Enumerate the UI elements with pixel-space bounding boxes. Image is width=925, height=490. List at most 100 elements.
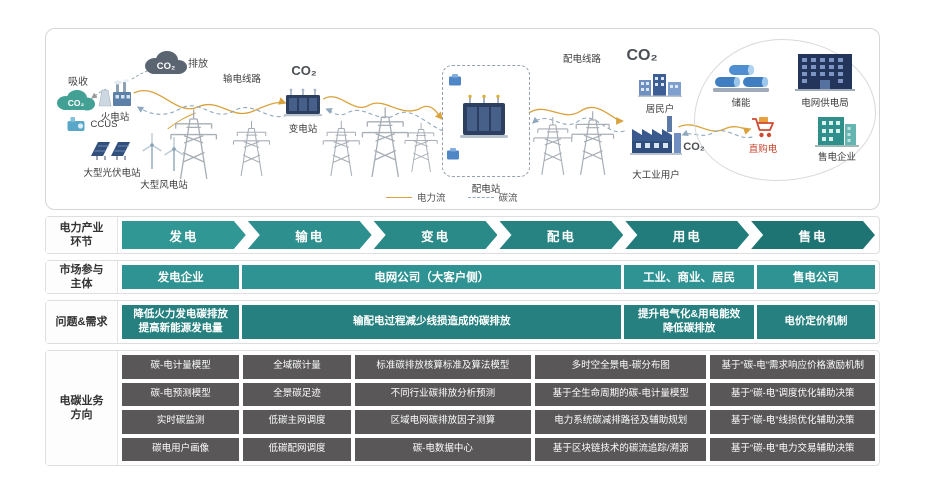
- distribution-station-label: 配电站: [471, 184, 501, 195]
- row-label-line: 电碳业务: [59, 394, 104, 407]
- business-grid-row: 碳电用户画像 低碳配网调度 碳-电数据中心 基于区块链技术的碳流追踪/溯源 基于…: [122, 437, 875, 461]
- market-participants-row: 市场参与 主体 发电企业 电网公司（大客户侧） 工业、商业、居民 售电公司: [45, 260, 880, 294]
- stage-generation: 发电: [122, 221, 246, 249]
- stage-distribution: 配电: [499, 221, 623, 249]
- absorb-cloud-icon: CO₂: [54, 87, 98, 113]
- row-label-line: 方向: [70, 409, 93, 421]
- transmission-lines-label: 输电线路: [222, 74, 262, 85]
- biz-item: 基于“碳-电”线损优化辅助决策: [710, 410, 875, 434]
- biz-item: 区域电网碳排放因子测算: [354, 410, 532, 434]
- power-flow-label: 电力流: [417, 193, 446, 204]
- biz-item: 基于全生命周期的碳-电计量模型: [535, 382, 707, 406]
- need-generation: 降低火力发电碳排放 提高新能源发电量: [122, 305, 240, 339]
- need-pricing: 电价定价机制: [756, 305, 875, 339]
- powerline-illustration: [91, 66, 753, 180]
- biz-item: 基于区块链技术的碳流追踪/溯源: [535, 437, 707, 461]
- biz-item: 碳-电计量模型: [122, 355, 240, 379]
- absorb-co2-text: CO₂: [68, 98, 85, 108]
- thermal-label: 火电站: [100, 112, 130, 123]
- biz-item: 不同行业碳排放分析预测: [354, 382, 532, 406]
- distribution-dashed-box: [442, 65, 530, 177]
- residents-icon: [638, 69, 682, 97]
- energy-storage-icon: [712, 59, 770, 93]
- row-label-line: 环节: [70, 236, 93, 248]
- co2-substation: CO₂: [291, 63, 317, 78]
- ccus-icon: [66, 115, 88, 133]
- residents-label: 居民户: [645, 104, 675, 115]
- need-transmission: 输配电过程减少线损造成的碳排放: [242, 305, 622, 339]
- wind-farm-icon: [140, 129, 186, 171]
- stage-consumption: 用电: [625, 221, 749, 249]
- retail-service-blob: [694, 39, 876, 181]
- absorb-label: 吸收: [68, 77, 88, 88]
- shopping-cart-icon: [750, 115, 776, 139]
- battery-icon: [446, 147, 460, 160]
- row-label-participants: 市场参与 主体: [46, 261, 118, 293]
- carbon-business-row: 电碳业务 方向 碳-电计量模型 全域碳计量 标准碳排放核算标准及算法模型 多时空…: [45, 350, 880, 466]
- carbon-flow-line-swatch: [467, 196, 494, 198]
- biz-item: 电力系统碳减排路径及辅助规划: [535, 410, 707, 434]
- business-grid-row: 碳-电预测模型 全景碳足迹 不同行业碳排放分析预测 基于全生命周期的碳-电计量模…: [122, 382, 875, 406]
- biz-item: 基于“碳-电”调度优化辅助决策: [710, 382, 875, 406]
- emit-label: 排放: [188, 59, 208, 70]
- retail-company-label: 售电企业: [817, 152, 857, 163]
- grid-illustration-panel: CO₂ CO₂: [45, 28, 880, 210]
- solar-farm-icon: [90, 137, 132, 161]
- chain-stages: 发电 输电 变电 配电 用电 售电: [118, 217, 879, 253]
- biz-item: 碳-电预测模型: [122, 382, 240, 406]
- biz-item: 实时碳监测: [122, 410, 240, 434]
- biz-item: 碳-电数据中心: [354, 437, 532, 461]
- participant-users: 工业、商业、居民: [624, 265, 754, 289]
- flow-legend: 电力流 碳流: [386, 190, 518, 204]
- stage-transformation: 变电: [374, 221, 498, 249]
- pylon-towers: [170, 106, 615, 180]
- problems-needs-row: 问题&需求 降低火力发电碳排放 提高新能源发电量 输配电过程减少线损造成的碳排放…: [45, 300, 880, 344]
- solar-label: 大型光伏电站: [83, 168, 141, 179]
- biz-item: 基于“碳-电”电力交易辅助决策: [710, 437, 875, 461]
- participants-boxes: 发电企业 电网公司（大客户侧） 工业、商业、居民 售电公司: [118, 261, 879, 293]
- energy-storage-label: 储能: [731, 98, 751, 109]
- distribution-lines-label: 配电线路: [562, 54, 602, 65]
- stage-retail: 售电: [751, 221, 875, 249]
- row-label-business: 电碳业务 方向: [46, 351, 118, 465]
- industry-chain-row: 电力产业 环节 发电 输电 变电 配电 用电 售电: [45, 216, 880, 254]
- biz-item: 低碳主网调度: [243, 410, 351, 434]
- industry-icon: [630, 113, 682, 155]
- row-label-line: 市场参与: [59, 263, 104, 276]
- grid-bureau-label: 电网供电局: [801, 98, 849, 109]
- need-consumption: 提升电气化&用电能效 降低碳排放: [624, 305, 754, 339]
- thermal-plant-icon: [94, 79, 134, 107]
- battery-icon: [448, 73, 462, 86]
- row-label-needs: 问题&需求: [46, 301, 118, 343]
- co2-residents: CO₂: [626, 47, 658, 64]
- emit-co2-text: CO₂: [157, 61, 175, 72]
- biz-item: 标准碳排放核算标准及算法模型: [354, 355, 532, 379]
- row-label-line: 问题&需求: [55, 315, 108, 328]
- biz-item: 碳电用户画像: [122, 437, 240, 461]
- substation-icon: [284, 87, 322, 117]
- direct-purchase-label: 直购电: [748, 144, 778, 155]
- biz-item: 多时空全景电-碳分布图: [535, 355, 707, 379]
- business-grid: 碳-电计量模型 全域碳计量 标准碳排放核算标准及算法模型 多时空全景电-碳分布图…: [118, 351, 879, 465]
- retail-building-icon: [814, 111, 860, 147]
- row-label-chain: 电力产业 环节: [46, 217, 118, 253]
- biz-item: 全景碳足迹: [243, 382, 351, 406]
- biz-item: 全域碳计量: [243, 355, 351, 379]
- industry-label: 大工业用户: [632, 170, 680, 181]
- stage-transmission: 输电: [248, 221, 372, 249]
- biz-item: 基于“碳-电”需求响应价格激励机制: [710, 355, 875, 379]
- grid-bureau-icon: [794, 49, 856, 91]
- ccus-label: CCUS: [90, 119, 118, 130]
- substation-label: 变电站: [288, 124, 318, 135]
- emit-cloud-icon: CO₂: [142, 47, 190, 77]
- business-grid-row: 实时碳监测 低碳主网调度 区域电网碳排放因子测算 电力系统碳减排路径及辅助规划 …: [122, 410, 875, 434]
- transformer-icon: [458, 93, 510, 141]
- co2-industry: CO₂: [683, 141, 705, 153]
- power-flow-line-swatch: [386, 196, 412, 198]
- participant-retailers: 售电公司: [756, 265, 875, 289]
- business-grid-row: 碳-电计量模型 全域碳计量 标准碳排放核算标准及算法模型 多时空全景电-碳分布图…: [122, 355, 875, 379]
- carbon-flow-label: 碳流: [498, 193, 518, 204]
- row-label-line: 主体: [70, 278, 93, 290]
- biz-item: 低碳配网调度: [243, 437, 351, 461]
